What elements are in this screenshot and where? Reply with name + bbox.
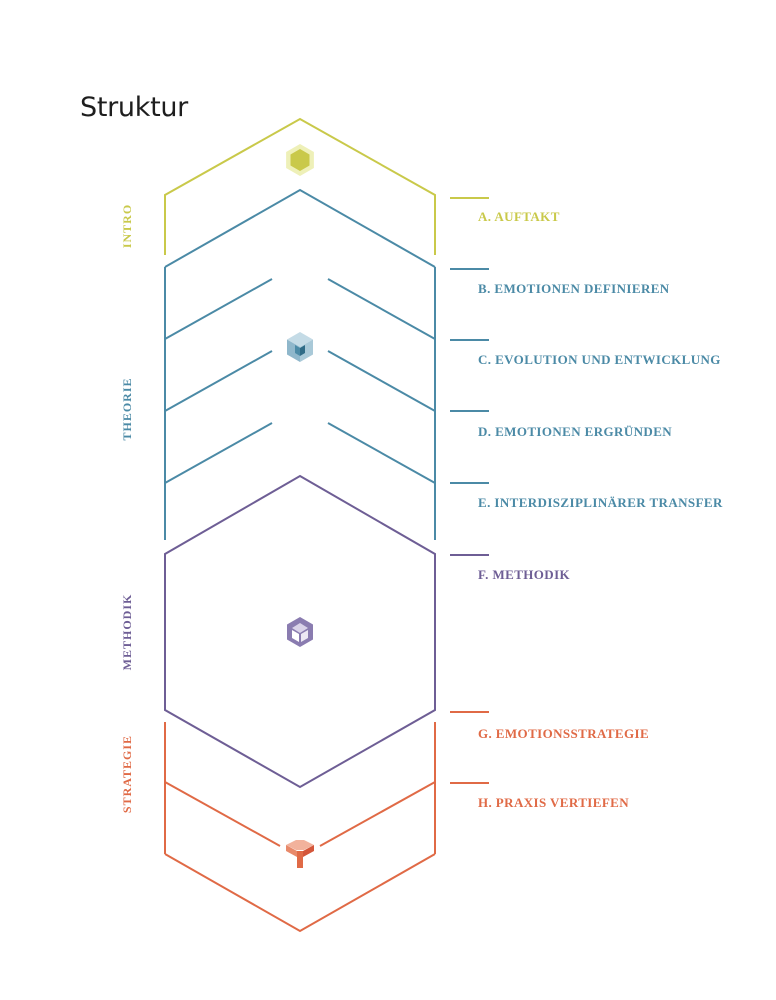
strategie-v-left — [164, 781, 281, 847]
theorie-chevron-left-3 — [164, 350, 273, 412]
theorie-chevron-left-4 — [164, 422, 273, 484]
outline-lines — [164, 117, 489, 933]
open-cube-icon — [287, 617, 313, 647]
step-label-h: H. PRAXIS VERTIEFEN — [478, 795, 629, 810]
labels: A. AUFTAKT B. EMOTIONEN DEFINIEREN C. EVOL… — [120, 204, 723, 813]
theorie-chevron-right-3 — [327, 350, 436, 412]
theorie-chevron-1 — [164, 188, 436, 268]
cube-icon — [287, 332, 313, 362]
page-title: Struktur — [80, 92, 188, 123]
theorie-chevron-right-4 — [327, 422, 436, 484]
intro-outline — [164, 117, 436, 255]
tripod-icon — [286, 840, 314, 868]
section-label-theorie: THEORIE — [120, 377, 134, 440]
section-label-strategie: STRATEGIE — [120, 735, 134, 813]
section-label-intro: INTRO — [120, 204, 134, 248]
theorie-chevron-right-2 — [327, 278, 436, 340]
step-label-g: G. EMOTIONSSTRATEGIE — [478, 726, 649, 741]
step-label-c: C. EVOLUTION UND ENTWICKLUNG — [478, 352, 721, 367]
hexagon-icon — [286, 144, 314, 176]
strategie-bottom — [164, 853, 436, 933]
step-label-a: A. AUFTAKT — [478, 209, 560, 224]
step-label-d: D. EMOTIONEN ERGRÜNDEN — [478, 424, 672, 439]
step-label-e: E. INTERDISZIPLINÄRER TRANSFER — [478, 495, 723, 510]
theorie-chevron-left-2 — [164, 278, 273, 340]
step-label-b: B. EMOTIONEN DEFINIEREN — [478, 281, 670, 296]
section-label-methodik: METHODIK — [120, 594, 134, 671]
strategie-v-right — [319, 781, 436, 847]
icons — [286, 144, 314, 868]
step-label-f: F. METHODIK — [478, 567, 571, 582]
